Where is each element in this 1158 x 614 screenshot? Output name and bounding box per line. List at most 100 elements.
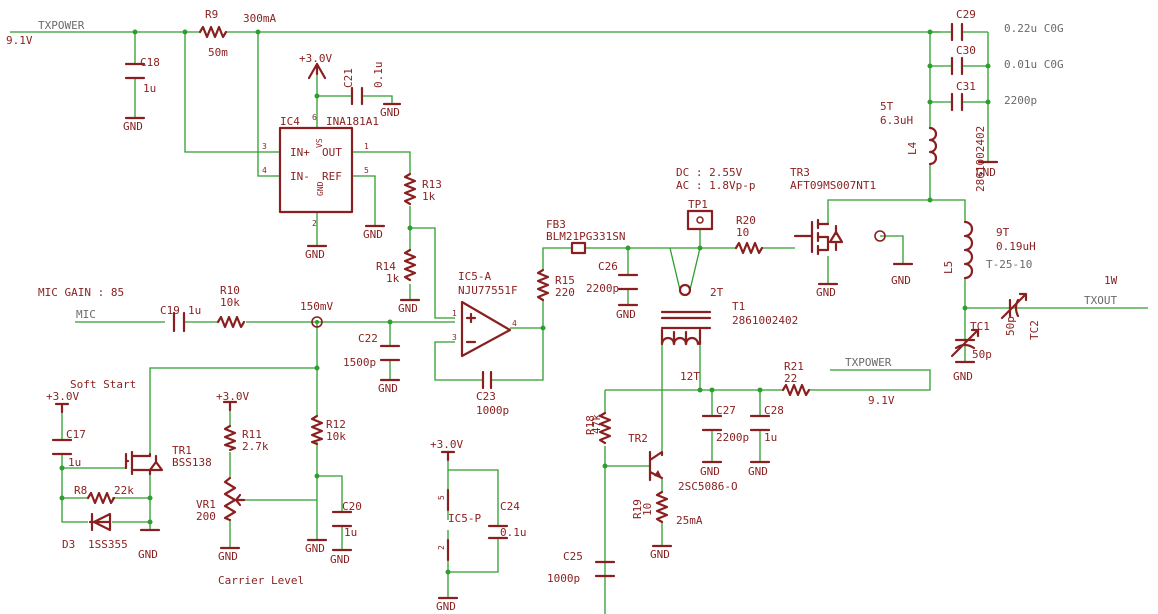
gnd-label-open: GND <box>891 274 911 287</box>
r21-val: 22 <box>784 372 797 385</box>
l5-val: T-25-10 <box>986 258 1032 271</box>
resistor-r11-symbol <box>223 424 237 452</box>
resistor-r13-symbol <box>403 172 417 206</box>
soft-start-label: Soft Start <box>70 378 136 391</box>
net-mic: MIC <box>76 308 96 321</box>
fb3-val: BLM21PG331SN <box>546 230 625 243</box>
c17-ref: C17 <box>66 428 86 441</box>
txout-power-label: 1W <box>1104 274 1118 287</box>
r18-val: 47k <box>590 414 603 434</box>
l4-ref: L4 <box>906 141 919 155</box>
gnd-label-c27: GND <box>700 465 720 478</box>
t1-val: 2861002402 <box>732 314 798 327</box>
capacitor-c19-symbol <box>172 311 186 333</box>
r12-ref: R12 <box>326 418 346 431</box>
r20-ref: R20 <box>736 214 756 227</box>
testpoint-tp1-symbol <box>686 209 714 231</box>
r12-val: 10k <box>326 430 346 443</box>
labels: TXPOWER 9.1V 300mA MIC MIC GAIN : 85 150… <box>6 8 1118 613</box>
d3-ref: D3 <box>62 538 75 551</box>
ic5a-val: NJU77551F <box>458 284 518 297</box>
resistor-r19-symbol <box>655 490 669 524</box>
tr2-ref: TR2 <box>628 432 648 445</box>
tc2-val: 50p <box>1004 316 1017 336</box>
tc1-ref: TC1 <box>970 320 990 333</box>
gnd-label-tr3: GND <box>816 286 836 299</box>
ic4-pin6: 6 <box>312 113 317 122</box>
c25-ref: C25 <box>563 550 583 563</box>
capacitor-c22-symbol <box>379 344 401 362</box>
ic4-pin3: 3 <box>262 142 267 151</box>
capacitor-c23-symbol <box>481 370 493 390</box>
ic4-pin-gnd: GND <box>316 181 325 196</box>
l4-val: 2861002402 <box>974 126 987 192</box>
r11-val: 2.7k <box>242 440 269 453</box>
capacitor-c24-symbol <box>487 524 509 540</box>
c19-val: 1u <box>188 304 201 317</box>
r14-val: 1k <box>386 272 400 285</box>
plus3v-ic5p: +3.0V <box>430 438 463 451</box>
supply-arrow-c17 <box>54 402 70 414</box>
c27-ref: C27 <box>716 404 736 417</box>
d3-val: 1SS355 <box>88 538 128 551</box>
ic4-pin-inp: IN+ <box>290 146 310 159</box>
r8-ref: R8 <box>74 484 87 497</box>
r13-ref: R13 <box>422 178 442 191</box>
resistor-r10-symbol <box>216 315 246 329</box>
supply-arrow-ic4 <box>307 62 327 80</box>
node-150mv: 150mV <box>300 300 333 313</box>
net-txpower-top: TXPOWER <box>38 19 85 32</box>
ic4-body <box>278 126 354 214</box>
resistor-r14-symbol <box>403 248 417 282</box>
ic4-ref: IC4 <box>280 115 300 128</box>
net-9v1-right: 9.1V <box>868 394 895 407</box>
current-25ma: 25mA <box>676 514 703 527</box>
capacitor-c21-symbol <box>350 86 364 106</box>
c24-val: 0.1u <box>500 526 527 539</box>
ic5a-pin3: 3 <box>452 333 457 342</box>
capacitor-c20-symbol <box>331 510 353 528</box>
c22-ref: C22 <box>358 332 378 345</box>
ic4-pin-ref: REF <box>322 170 342 183</box>
c20-val: 1u <box>344 526 357 539</box>
trimmer-tc2-symbol <box>1000 292 1028 320</box>
capacitor-c18-symbol <box>124 62 146 80</box>
gnd-label-c21: GND <box>380 106 400 119</box>
gnd-label-r14: GND <box>398 302 418 315</box>
ic5a-pin4: 4 <box>512 319 517 328</box>
ac-level-label: AC : 1.8Vp-p <box>676 179 755 192</box>
net-txpower-right: TXPOWER <box>845 356 892 369</box>
c26-ref: C26 <box>598 260 618 273</box>
tr1-ref: TR1 <box>172 444 192 457</box>
r20-val: 10 <box>736 226 749 239</box>
c21-ref: C21 <box>342 68 355 88</box>
tc1-val: 50p <box>972 348 992 361</box>
ic4-pin2: 2 <box>312 219 317 228</box>
c21-val: 0.1u <box>372 62 385 89</box>
ic4-pin5: 5 <box>364 166 369 175</box>
ic5p-pin5: 5 <box>437 495 446 500</box>
gnd-label-ic4: GND <box>305 248 325 261</box>
gnd-label-c28: GND <box>748 465 768 478</box>
c29-ref: C29 <box>956 8 976 21</box>
ic4-pin-vs: VS <box>315 138 324 148</box>
t1-primary-turns: 2T <box>710 286 724 299</box>
ic5p-pin2: 2 <box>437 545 446 550</box>
ic4-pin1: 1 <box>364 142 369 151</box>
ic5a-ref: IC5-A <box>458 270 491 283</box>
c28-ref: C28 <box>764 404 784 417</box>
gnd-label-c22: GND <box>378 382 398 395</box>
c18-ref: C18 <box>140 56 160 69</box>
trimmer-tc1-symbol <box>950 328 980 358</box>
transistor-tr2-symbol <box>648 450 664 482</box>
r9-val: 50m <box>208 46 228 59</box>
t1-ref: T1 <box>732 300 745 313</box>
l5-turns: 9T <box>996 226 1010 239</box>
capacitor-c31-symbol <box>950 92 964 112</box>
gnd-label-r19: GND <box>650 548 670 561</box>
tr1-val: BSS138 <box>172 456 212 469</box>
gnd-label-c18: GND <box>123 120 143 133</box>
l4-turns: 5T <box>880 100 894 113</box>
ic5p-ref: IC5-P <box>448 512 481 525</box>
